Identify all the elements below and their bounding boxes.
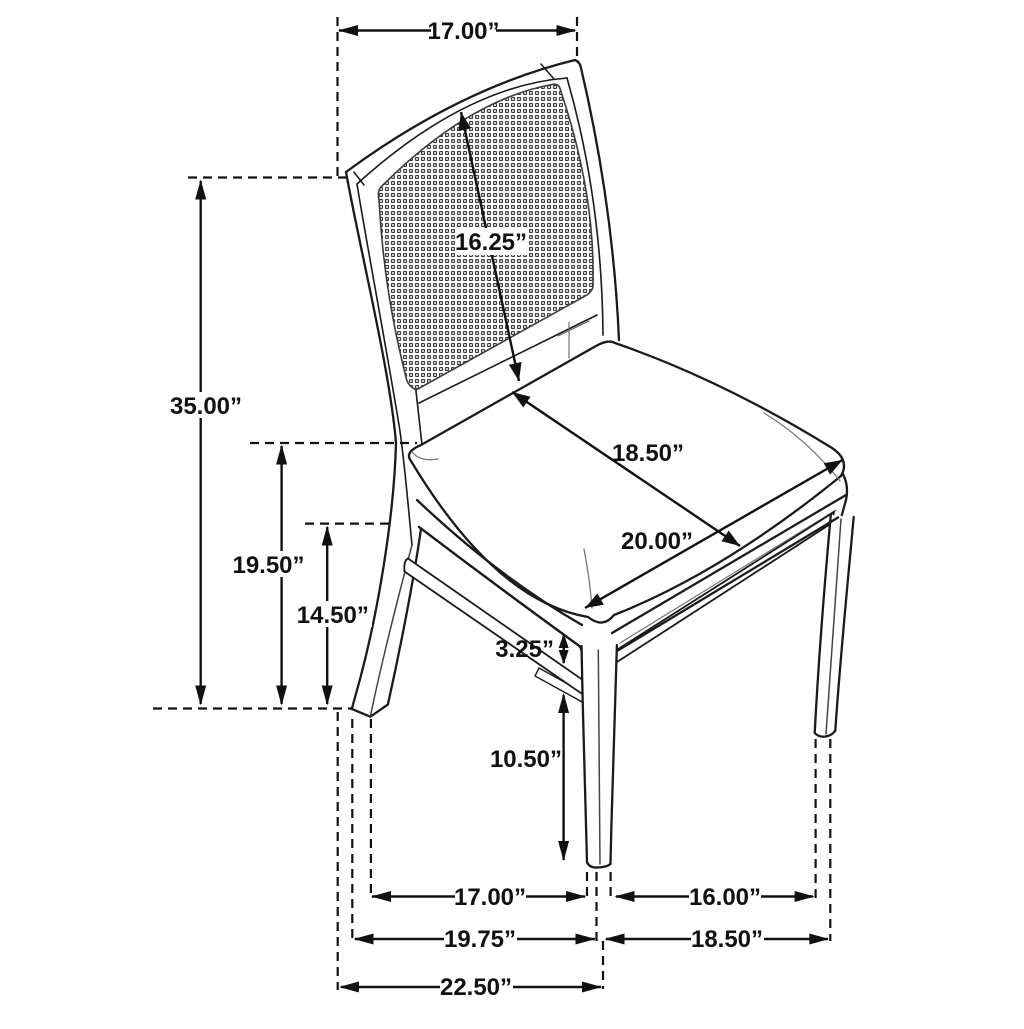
- svg-text:17.00”: 17.00”: [454, 884, 526, 911]
- svg-text:10.50”: 10.50”: [490, 746, 562, 773]
- svg-text:20.00”: 20.00”: [621, 528, 693, 555]
- svg-text:19.75”: 19.75”: [444, 926, 516, 953]
- svg-text:17.00”: 17.00”: [427, 18, 499, 45]
- svg-text:14.50”: 14.50”: [297, 602, 369, 629]
- svg-text:35.00”: 35.00”: [170, 393, 242, 420]
- svg-text:19.50”: 19.50”: [232, 552, 304, 579]
- svg-text:16.00”: 16.00”: [689, 884, 761, 911]
- svg-text:18.50”: 18.50”: [612, 440, 684, 467]
- svg-text:16.25”: 16.25”: [455, 229, 527, 256]
- svg-text:18.50”: 18.50”: [691, 926, 763, 953]
- svg-text:22.50”: 22.50”: [440, 974, 512, 1001]
- svg-text:3.25”: 3.25”: [495, 636, 554, 663]
